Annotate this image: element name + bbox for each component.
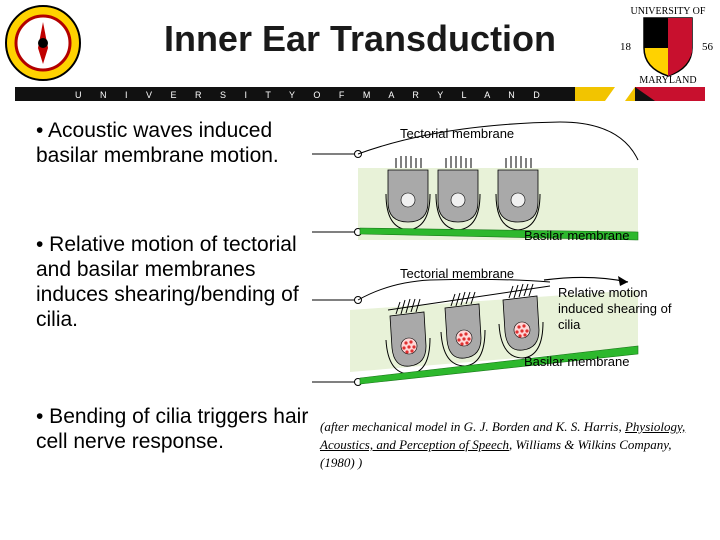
- citation-prefix: (after mechanical model in G. J. Borden …: [320, 419, 625, 434]
- transduction-diagram: Tectorial membrane Basilar membrane: [300, 110, 720, 400]
- university-banner: U N I V E R S I T Y O F M A R Y L A N D: [15, 87, 705, 101]
- banner-text: U N I V E R S I T Y O F M A R Y L A N D: [75, 90, 548, 100]
- basilar-membrane-bottom: [359, 345, 639, 385]
- basilar-label-bottom: Basilar membrane: [524, 354, 630, 369]
- bullet-bending-cilia: • Bending of cilia triggers hair cell ne…: [36, 405, 309, 453]
- citation-suffix: , Williams & Wilkins Company, (1980) ): [320, 437, 672, 470]
- hair-cell-displaced: [498, 283, 544, 359]
- seal-top-text: UNIVERSITY OF: [631, 6, 706, 17]
- hair-cell-displaced: [440, 291, 486, 367]
- tectorial-label-top: Tectorial membrane: [400, 126, 514, 141]
- seal-bottom-text: MARYLAND: [639, 75, 696, 84]
- university-seal-logo: 18 56 UNIVERSITY OF MARYLAND: [618, 2, 718, 86]
- basilar-membrane-top: [359, 227, 639, 241]
- tectorial-membrane-bottom: [357, 278, 551, 301]
- citation-book-title: Physiology, Acoustics, and Perception of…: [320, 419, 686, 452]
- resting-state-panel: Tectorial membrane Basilar membrane: [312, 121, 639, 243]
- slide-title: Inner Ear Transduction: [163, 18, 557, 59]
- tectorial-label-bottom: Tectorial membrane: [400, 266, 514, 281]
- hair-cell: [495, 156, 541, 231]
- tectorial-membrane-top: [357, 121, 639, 161]
- seal-year-right: 56: [702, 41, 714, 53]
- citation: (after mechanical model in G. J. Borden …: [320, 418, 700, 472]
- bullet-acoustic-waves: • Acoustic waves induced basilar membran…: [36, 119, 279, 167]
- basilar-label-top: Basilar membrane: [524, 228, 630, 243]
- shearing-note: Relative motion induced shearing of cili…: [558, 285, 672, 332]
- hair-cell-displaced: [385, 298, 431, 375]
- bullet-relative-motion: • Relative motion of tectorial and basil…: [36, 233, 299, 331]
- school-seal-logo: [4, 4, 82, 82]
- motion-arrow: [543, 276, 629, 286]
- seal-year-left: 18: [620, 41, 632, 53]
- displaced-state-panel: Tectorial membrane Basilar membrane Rela…: [312, 266, 672, 386]
